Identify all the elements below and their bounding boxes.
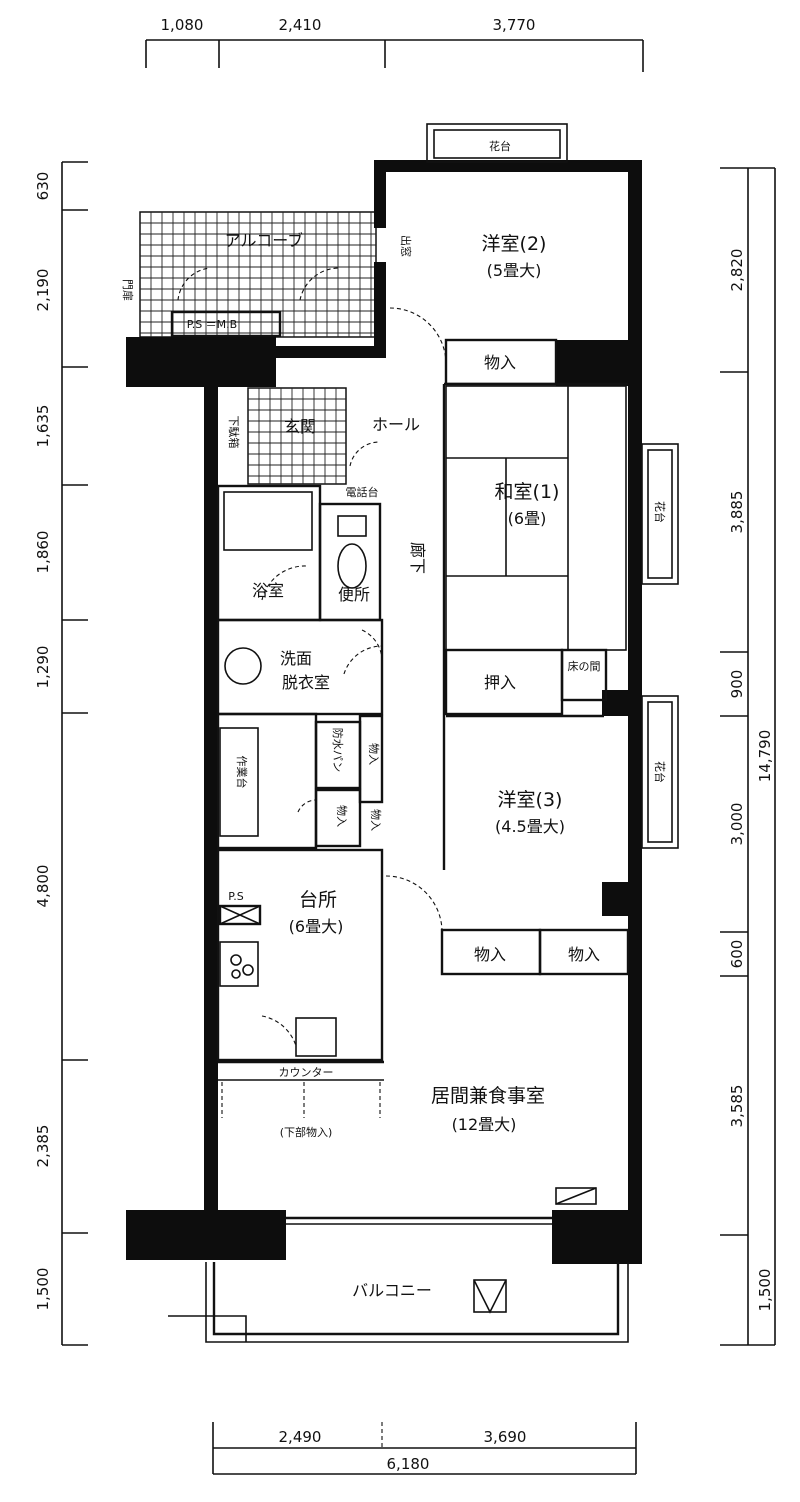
label-oshiire: 押入 (484, 673, 516, 692)
dim-right-1: 2,820 (728, 249, 746, 292)
label-western3: 洋室(3) (498, 789, 563, 811)
label-balcony: バルコニー (352, 1281, 432, 1300)
entrance-tiles (247, 387, 347, 485)
bottom-dimension-line: 2,490 3,690 6,180 (212, 1422, 637, 1475)
label-washroom-1: 洗面 (280, 649, 312, 668)
dim-left-4: 1,860 (34, 531, 52, 574)
label-workbench: 作業台 (235, 756, 249, 789)
dim-left-1: 630 (34, 172, 52, 201)
label-alcove: アルコーブ (225, 231, 304, 250)
dim-bottom-2: 3,690 (484, 1428, 527, 1446)
label-japanese1-size: (6畳) (508, 509, 547, 528)
label-storage-w3a: 物入 (474, 945, 506, 964)
label-gate: 門扉 (121, 279, 134, 301)
dim-left-5: 1,290 (34, 646, 52, 689)
dim-bottom-1: 2,490 (279, 1428, 322, 1446)
label-appliance: 防水パン (331, 728, 345, 773)
room-labels: 洋室(2) (5畳大) 物入 和室(1) (6畳) 押入 床の間 洋室(3) (… (121, 139, 667, 1300)
dim-left-6: 4,800 (34, 865, 52, 908)
label-living-size: (12畳大) (452, 1115, 517, 1134)
label-flower-r1: 花台 (653, 501, 667, 523)
label-living: 居間兼食事室 (431, 1085, 545, 1107)
dim-right-5: 600 (728, 940, 746, 969)
label-storage-k1: 物入 (367, 743, 381, 765)
walls (126, 160, 642, 1264)
label-corridor: 廊下 (408, 542, 427, 574)
dim-right-4: 3,000 (728, 803, 746, 846)
dim-right-6: 3,585 (728, 1085, 746, 1128)
label-western3-size: (4.5畳大) (495, 817, 565, 836)
door-swings (177, 267, 447, 1047)
top-dimension-line: 1,080 2,410 3,770 (145, 16, 644, 72)
label-flower-top: 花台 (489, 139, 511, 153)
right-dimension-line: 2,820 3,885 900 3,000 600 3,585 1,500 14… (720, 167, 776, 1346)
dim-bottom-total: 6,180 (387, 1455, 430, 1473)
label-western2: 洋室(2) (482, 233, 547, 255)
label-bay: 出窓 (399, 235, 413, 257)
label-western2-size: (5畳大) (487, 261, 542, 280)
dim-right-3: 900 (728, 670, 746, 699)
label-storage-k3: 物入 (369, 809, 383, 831)
label-hall: ホール (372, 415, 420, 434)
left-dimension-line: 630 2,190 1,635 1,860 1,290 4,800 2,385 … (34, 161, 88, 1346)
dim-top-3: 3,770 (493, 16, 536, 34)
dim-top-2: 2,410 (279, 16, 322, 34)
dim-right-2: 3,885 (728, 491, 746, 534)
label-storage-w2: 物入 (484, 353, 516, 372)
label-japanese1: 和室(1) (495, 481, 560, 503)
label-under-storage: (下部物入) (280, 1125, 333, 1139)
interior-lines (168, 123, 679, 1343)
label-washroom-2: 脱衣室 (282, 673, 330, 692)
label-kitchen-size: (6畳大) (289, 917, 344, 936)
label-bath: 浴室 (252, 581, 284, 600)
label-counter: カウンター (279, 1066, 334, 1079)
dim-right-7: 1,500 (756, 1269, 774, 1312)
dim-left-7: 2,385 (34, 1125, 52, 1168)
label-flower-r2: 花台 (653, 761, 667, 783)
label-kitchen: 台所 (299, 889, 337, 911)
label-shoebox: 下駄箱 (227, 416, 241, 449)
label-storage-k2: 物入 (335, 805, 349, 827)
dim-left-3: 1,635 (34, 405, 52, 448)
dim-top-1: 1,080 (161, 16, 204, 34)
label-storage-w3b: 物入 (568, 945, 600, 964)
dim-right-total: 14,790 (756, 730, 774, 783)
dim-left-2: 2,190 (34, 269, 52, 312)
label-tokonoma: 床の間 (568, 659, 601, 673)
label-meter: 電話台 (346, 485, 379, 499)
label-ps: P.S (228, 890, 243, 903)
label-entrance: 玄関 (284, 417, 316, 436)
label-ps-mb: P.S ＝M.B (187, 318, 237, 331)
label-toilet: 便所 (338, 585, 370, 604)
dim-left-8: 1,500 (34, 1268, 52, 1311)
